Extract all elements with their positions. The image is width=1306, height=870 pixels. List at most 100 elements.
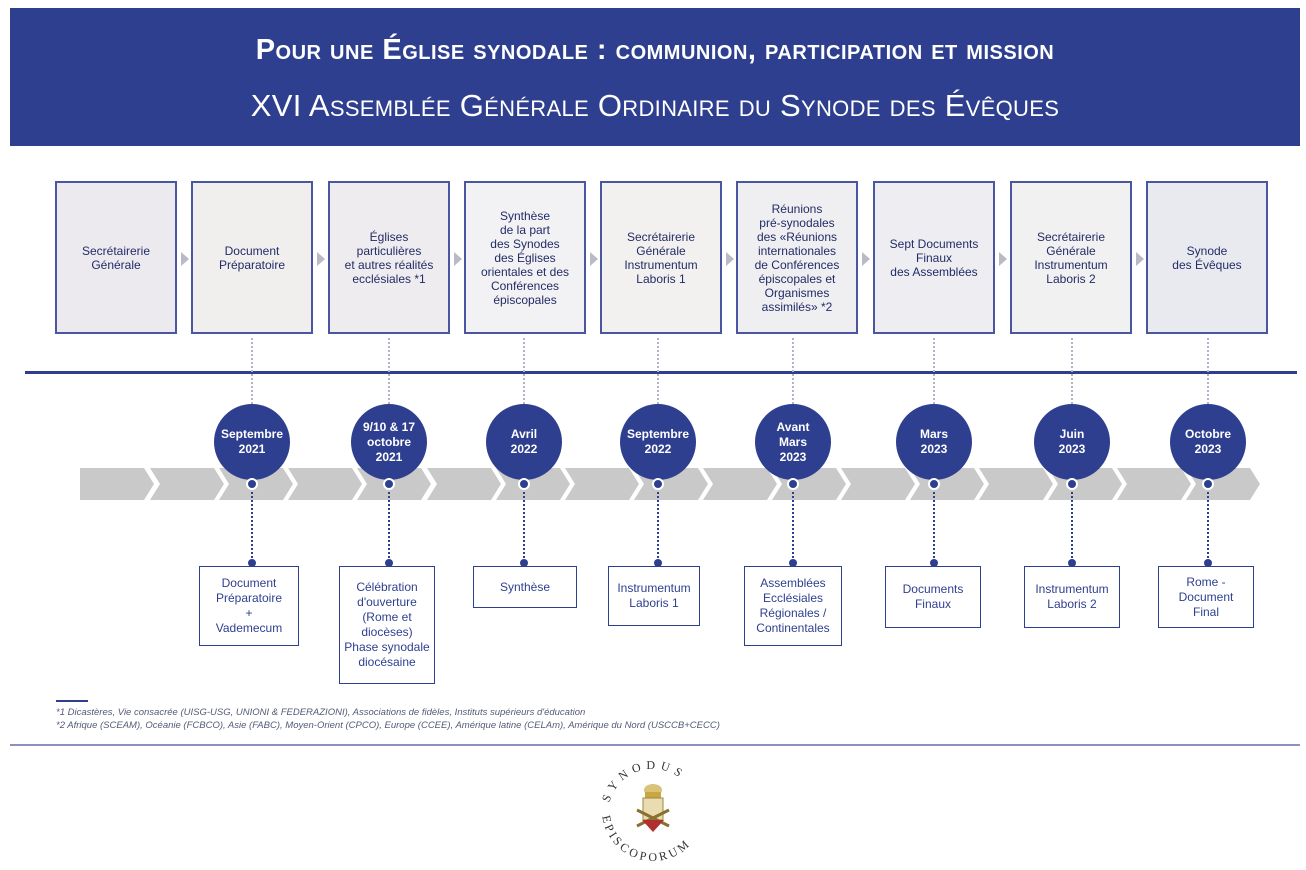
- timeline-chevron: [979, 468, 1053, 500]
- output-dot: [654, 559, 662, 567]
- timeline-marker: [1066, 478, 1078, 490]
- output-drop-line: [933, 492, 935, 562]
- output-drop-line: [523, 492, 525, 562]
- output-drop-line: [1207, 492, 1209, 562]
- stage-drop-line: [1207, 338, 1209, 408]
- output-drop-line: [1071, 492, 1073, 562]
- timeline-marker: [928, 478, 940, 490]
- output-dot: [1068, 559, 1076, 567]
- timeline-chevron: [427, 468, 501, 500]
- stage-drop-line: [933, 338, 935, 408]
- footnote-2: *2 Afrique (SCEAM), Océanie (FCBCO), Asi…: [56, 720, 720, 731]
- output-dot: [930, 559, 938, 567]
- papal-keys-icon: [636, 784, 670, 832]
- stage-connector-arrow-icon: [999, 252, 1007, 266]
- timeline-marker: [1202, 478, 1214, 490]
- timeline-chevron: [841, 468, 915, 500]
- main-title: Pour une Église synodale : communion, pa…: [255, 34, 1055, 66]
- divider-line: [25, 371, 1297, 374]
- footer-divider: [10, 744, 1300, 746]
- output-drop-line: [792, 492, 794, 562]
- output-dot: [520, 559, 528, 567]
- timeline-marker: [518, 478, 530, 490]
- output-drop-line: [388, 492, 390, 562]
- stage-drop-line: [657, 338, 659, 408]
- timeline-marker: [246, 478, 258, 490]
- output-drop-line: [251, 492, 253, 562]
- timeline-marker: [652, 478, 664, 490]
- stage-drop-line: [792, 338, 794, 408]
- timeline-chevron: [150, 468, 224, 500]
- footnote-1: *1 Dicastères, Vie consacrée (UISG-USG, …: [56, 707, 586, 718]
- stage-connector-arrow-icon: [590, 252, 598, 266]
- synodus-seal-logo: SYNODUS EPISCOPORUM: [599, 758, 691, 864]
- output-dot: [1204, 559, 1212, 567]
- output-dot: [385, 559, 393, 567]
- timeline-marker: [383, 478, 395, 490]
- title-banner: Pour une Église synodale : communion, pa…: [10, 8, 1300, 146]
- stage-drop-line: [251, 338, 253, 408]
- timeline-chevron: [1117, 468, 1191, 500]
- timeline-chevron: [80, 468, 154, 500]
- output-dot: [248, 559, 256, 567]
- stage-connector-arrow-icon: [862, 252, 870, 266]
- stage-connector-arrow-icon: [726, 252, 734, 266]
- timeline-chevron: [288, 468, 362, 500]
- subtitle: XVI Assemblée Générale Ordinaire du Syno…: [250, 88, 1060, 123]
- svg-text:SYNODUS: SYNODUS: [599, 758, 689, 804]
- stage-connector-arrow-icon: [1136, 252, 1144, 266]
- timeline-chevron: [703, 468, 777, 500]
- timeline-marker: [787, 478, 799, 490]
- output-drop-line: [657, 492, 659, 562]
- stage-drop-line: [1071, 338, 1073, 408]
- stage-drop-line: [523, 338, 525, 408]
- timeline-chevron: [565, 468, 639, 500]
- output-label: Synthèse: [499, 579, 551, 594]
- stage-drop-line: [388, 338, 390, 408]
- output-dot: [789, 559, 797, 567]
- output-box-3: Synthèse: [473, 566, 577, 608]
- stage-connector-arrow-icon: [181, 252, 189, 266]
- stage-connector-arrow-icon: [454, 252, 462, 266]
- stage-connector-arrow-icon: [317, 252, 325, 266]
